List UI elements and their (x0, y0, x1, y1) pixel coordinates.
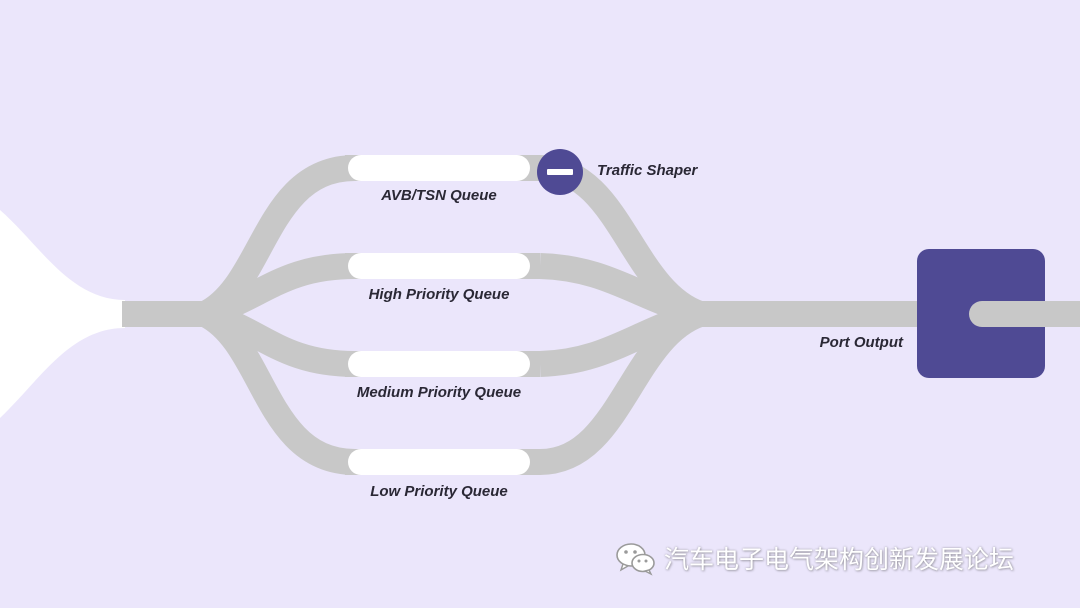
port-exit-cover (1070, 301, 1080, 327)
traffic-shaper (537, 149, 583, 195)
port-output-box (917, 249, 1080, 378)
queue-bars (348, 155, 530, 475)
pipe-group (122, 155, 930, 475)
wechat-icon (616, 543, 655, 576)
watermark-text: 汽车电子电气架构创新发展论坛 (664, 545, 1015, 574)
queue-bar-medium (348, 351, 530, 377)
branch-out-low (198, 302, 356, 475)
input-funnel (0, 210, 125, 418)
branch-in-low (539, 301, 706, 475)
queue-bar-low (348, 449, 530, 475)
minus-bar (547, 169, 573, 175)
queue-bar-avb (348, 155, 530, 181)
queue-label-low: Low Priority Queue (370, 483, 508, 500)
queue-label-medium: Medium Priority Queue (357, 384, 521, 401)
traffic-shaper-label: Traffic Shaper (597, 162, 698, 179)
watermark: 汽车电子电气架构创新发展论坛 (614, 538, 1014, 578)
queue-label-avb: AVB/TSN Queue (380, 187, 497, 204)
port-output-label: Port Output (820, 334, 904, 351)
queue-bar-high (348, 253, 530, 279)
queue-label-high: High Priority Queue (369, 286, 510, 303)
